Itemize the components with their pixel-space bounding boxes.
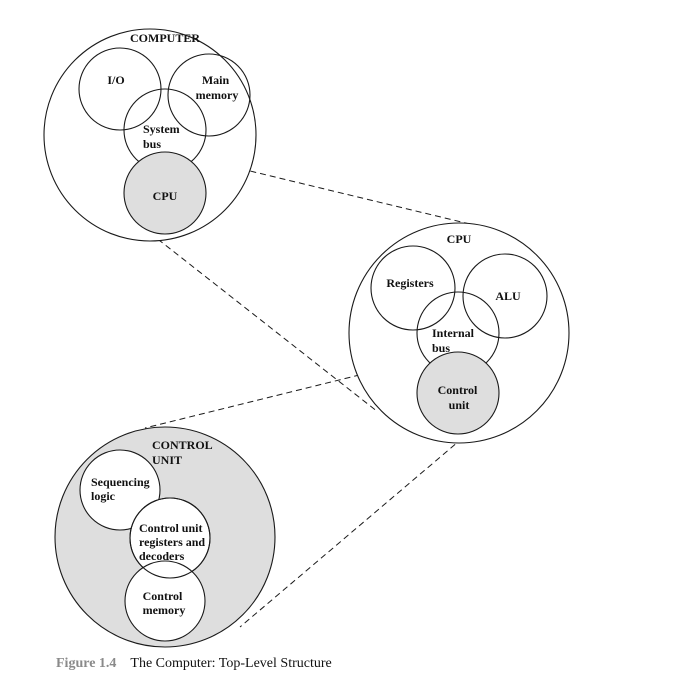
registers-decoders-label-line2: registers and xyxy=(139,535,205,549)
control-memory-label-line1: Control xyxy=(143,589,183,603)
io-label: I/O xyxy=(107,73,124,87)
control-unit-label: Control unit xyxy=(438,383,481,412)
registers-label: Registers xyxy=(386,276,434,290)
control-memory-label-line2: memory xyxy=(143,603,186,617)
main-memory-circle xyxy=(167,53,251,137)
figure-number: Figure 1.4 xyxy=(56,656,117,671)
main-memory-label-line2: memory xyxy=(196,88,239,102)
internal-bus-label-line2: bus xyxy=(432,341,450,355)
computer-title: COMPUTER xyxy=(130,31,200,45)
sequencing-logic-circle xyxy=(79,449,161,531)
control-unit-label-line1: Control xyxy=(438,383,478,397)
zoom-line-cpu-bottom xyxy=(149,232,379,413)
control-unit-group: CONTROL UNIT Sequencing logic Control un… xyxy=(54,426,276,648)
sequencing-logic-label: Sequencing logic xyxy=(91,475,153,503)
sequencing-logic-label-line1: Sequencing xyxy=(91,475,150,489)
cpu-outer-circle xyxy=(348,222,570,444)
registers-decoders-label-line3: decoders xyxy=(139,549,185,563)
control-unit-label-line2: unit xyxy=(449,398,470,412)
system-bus-label: System bus xyxy=(143,122,183,151)
zoom-line-control-top xyxy=(144,357,429,429)
control-unit-title: CONTROL UNIT xyxy=(152,438,215,467)
cpu-title: CPU xyxy=(447,232,472,246)
control-unit-title-line2: UNIT xyxy=(152,453,182,467)
figure-caption-text: The Computer: Top-Level Structure xyxy=(130,656,332,671)
cpu-label: CPU xyxy=(153,189,178,203)
control-unit-circle xyxy=(416,351,500,435)
internal-bus-label: Internal bus xyxy=(432,326,477,355)
internal-bus-label-line1: Internal xyxy=(432,326,475,340)
cpu-group: CPU Registers ALU Internal bus Control u… xyxy=(348,222,570,444)
main-memory-label-line1: Main xyxy=(202,73,230,87)
main-memory-label: Main memory xyxy=(196,73,239,102)
registers-decoders-label: Control unit registers and decoders xyxy=(139,521,208,563)
cpu-circle xyxy=(123,151,207,235)
registers-decoders-label-line1: Control unit xyxy=(139,521,202,535)
control-memory-circle xyxy=(124,560,206,642)
alu-circle xyxy=(462,253,548,339)
control-memory-label: Control memory xyxy=(143,589,186,617)
alu-label: ALU xyxy=(495,289,521,303)
registers-circle xyxy=(370,245,456,331)
sequencing-logic-label-line2: logic xyxy=(91,489,116,503)
system-bus-label-line2: bus xyxy=(143,137,161,151)
figure-caption: Figure 1.4 The Computer: Top-Level Struct… xyxy=(56,656,332,672)
registers-decoders-outline xyxy=(129,497,211,579)
system-bus-label-line1: System xyxy=(143,122,180,136)
zoom-line-control-bottom xyxy=(239,424,479,628)
control-unit-title-line1: CONTROL xyxy=(152,438,213,452)
zoom-line-cpu-top xyxy=(191,156,479,227)
computer-group: COMPUTER I/O Main memory System bus CPU xyxy=(43,28,257,242)
